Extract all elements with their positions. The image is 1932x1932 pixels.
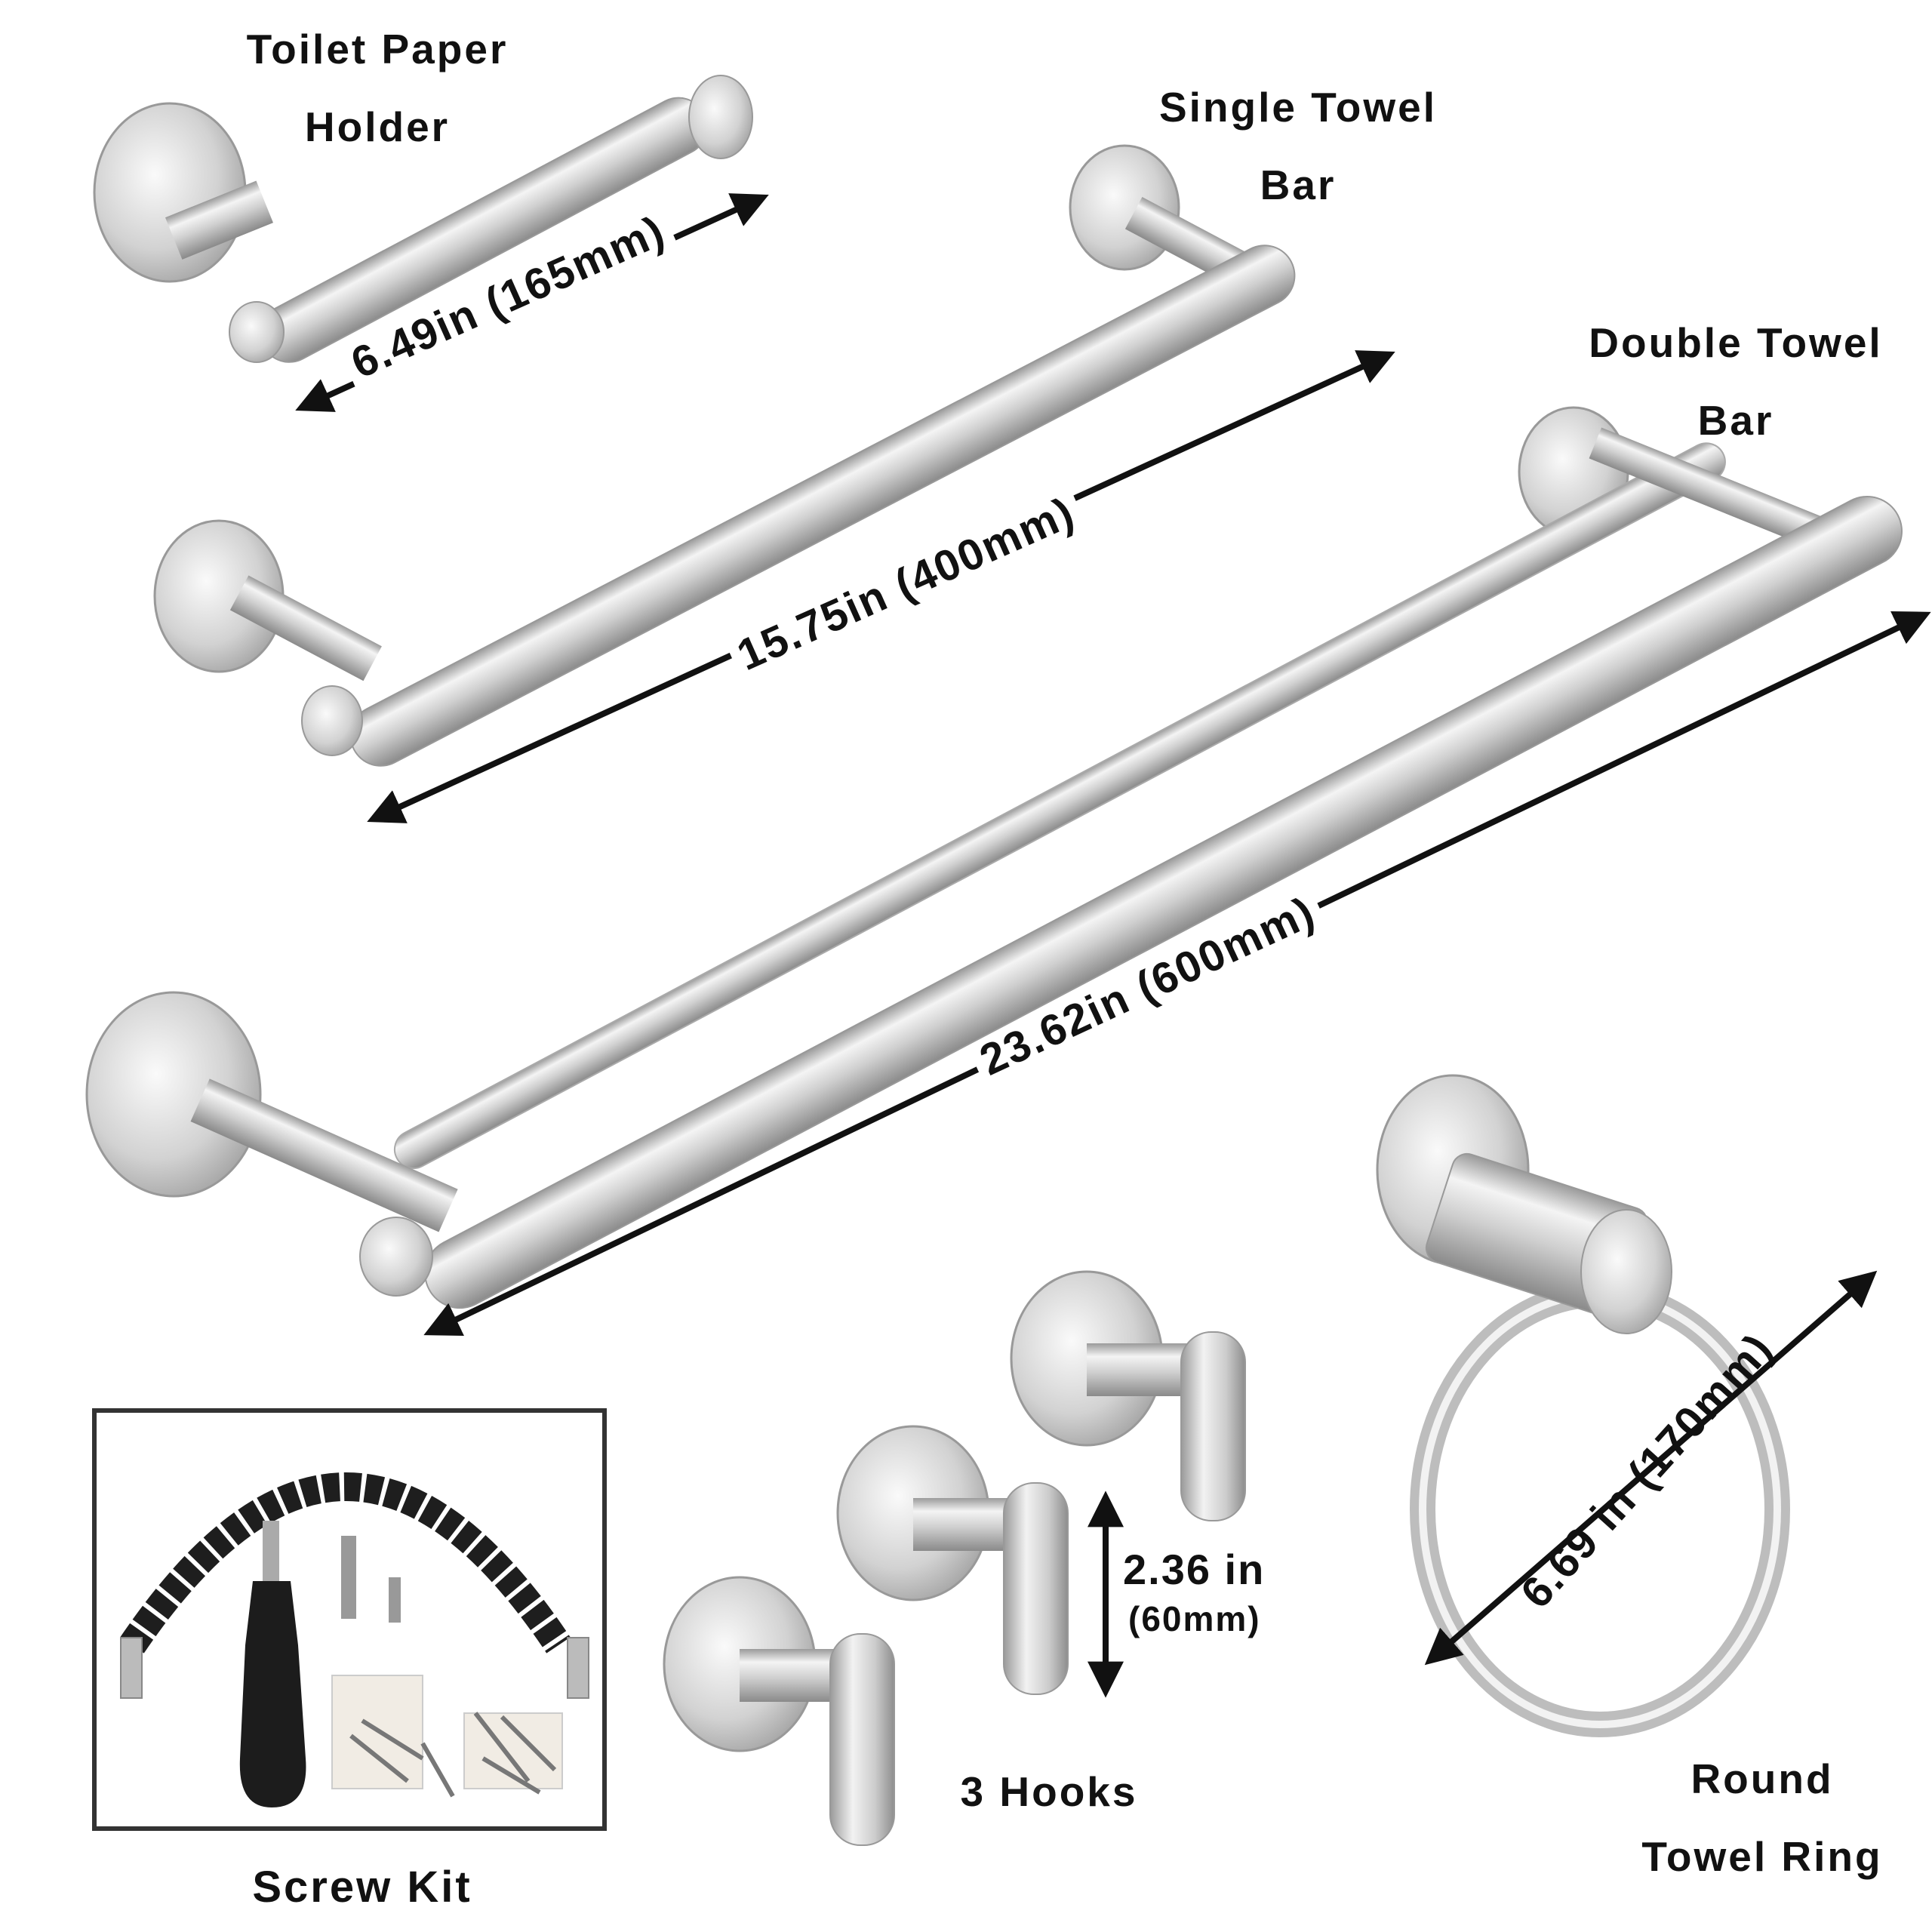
hook-height-inches: 2.36 in <box>1123 1546 1266 1593</box>
screw-kit-box <box>92 1408 607 1831</box>
single-towel-bar <box>153 144 1296 767</box>
flexible-shaft-extension <box>120 1472 571 1654</box>
wall-anchors-and-screws <box>331 1675 563 1798</box>
hook-height-mm: (60mm) <box>1128 1599 1261 1638</box>
single-towel-bar-label: Single Towel Bar <box>1140 87 1457 206</box>
screw-kit-contents <box>120 1472 589 1807</box>
double-towel-bar-label-line2: Bar <box>1697 397 1774 444</box>
screwdriver-shaft <box>263 1521 279 1581</box>
round-towel-ring-label-line1: Round <box>1690 1755 1834 1802</box>
hooks-label: 3 Hooks <box>960 1768 1138 1815</box>
screwdriver-bit <box>341 1536 356 1619</box>
toilet-holder-end-cap <box>688 75 753 159</box>
toilet-holder-base-disc <box>93 102 247 283</box>
double-bar-left-disc <box>85 991 262 1198</box>
toilet-holder-arm <box>165 180 273 260</box>
hook-top <box>1010 1270 1246 1521</box>
towel-ring-end-cap <box>1580 1209 1672 1334</box>
screw-kit-label: Screw Kit <box>252 1863 472 1912</box>
single-towel-bar-label-line1: Single Towel <box>1158 84 1438 131</box>
hook-middle <box>836 1425 1069 1695</box>
toilet-paper-holder-label-line1: Toilet Paper <box>246 26 509 72</box>
toilet-paper-holder-label: Toilet Paper Holder <box>234 29 521 148</box>
screwdriver-small-bit <box>389 1577 401 1623</box>
double-towel-bar-label: Double Towel Bar <box>1574 322 1898 441</box>
round-towel-ring-label: Round Towel Ring <box>1623 1758 1902 1878</box>
double-towel-bar-label-line1: Double Towel <box>1589 319 1883 366</box>
hook-bottom <box>663 1576 895 1846</box>
round-towel-ring-label-line2: Towel Ring <box>1641 1833 1883 1880</box>
toilet-holder-rod-end <box>229 301 285 363</box>
single-towel-bar-label-line2: Bar <box>1260 162 1337 208</box>
toilet-paper-holder-label-line2: Holder <box>304 103 451 150</box>
towel-ring-dimension-arrow <box>1424 1270 1878 1666</box>
screwdriver-handle <box>239 1581 306 1807</box>
